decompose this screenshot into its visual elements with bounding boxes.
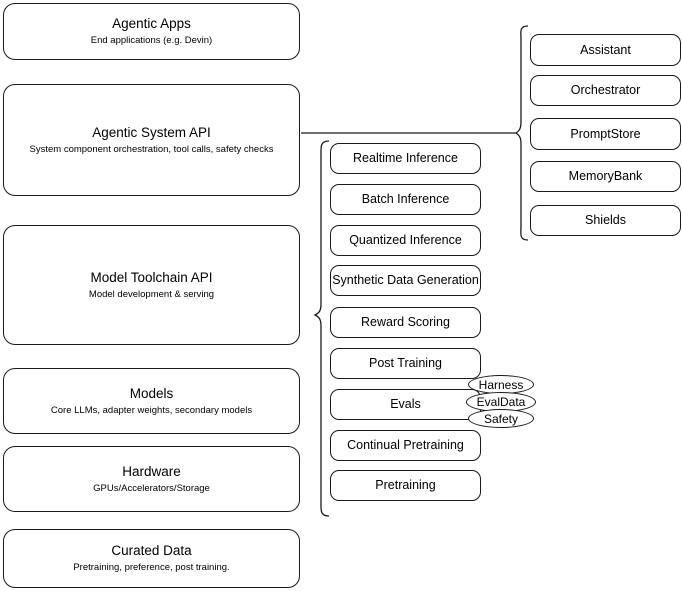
tag-safety[interactable]: Safety <box>468 409 534 428</box>
layer-subtitle: End applications (e.g. Devin) <box>90 35 213 46</box>
layer-subtitle: Pretraining, preference, post training. <box>73 562 230 573</box>
item-continual-pretraining[interactable]: Continual Pretraining <box>330 430 481 461</box>
item-memorybank[interactable]: MemoryBank <box>530 161 681 192</box>
layer-subtitle: Core LLMs, adapter weights, secondary mo… <box>50 404 253 416</box>
layer-model-toolchain-api[interactable]: Model Toolchain API Model development & … <box>3 225 300 345</box>
layer-title: Models <box>129 385 174 401</box>
item-post-training[interactable]: Post Training <box>330 348 481 379</box>
item-quantized-inference[interactable]: Quantized Inference <box>330 225 481 256</box>
layer-models[interactable]: Models Core LLMs, adapter weights, secon… <box>3 368 300 434</box>
item-promptstore[interactable]: PromptStore <box>530 118 681 150</box>
layer-title: Agentic Apps <box>112 16 191 31</box>
item-evals[interactable]: Evals <box>330 389 481 420</box>
layer-subtitle: GPUs/Accelerators/Storage <box>93 482 210 494</box>
item-reward-scoring[interactable]: Reward Scoring <box>330 307 481 338</box>
item-synthetic-data-generation[interactable]: Synthetic Data Generation <box>330 265 481 296</box>
item-pretraining[interactable]: Pretraining <box>330 470 481 501</box>
layer-agentic-apps[interactable]: Agentic Apps End applications (e.g. Devi… <box>3 3 300 60</box>
layer-title: Model Toolchain API <box>90 269 213 285</box>
layer-curated-data[interactable]: Curated Data Pretraining, preference, po… <box>3 529 300 588</box>
layer-agentic-system-api[interactable]: Agentic System API System component orch… <box>3 84 300 196</box>
right-curly-brace <box>514 25 529 241</box>
item-batch-inference[interactable]: Batch Inference <box>330 184 481 215</box>
item-orchestrator[interactable]: Orchestrator <box>530 75 681 106</box>
layer-subtitle: System component orchestration, tool cal… <box>29 143 274 155</box>
item-assistant[interactable]: Assistant <box>530 34 681 66</box>
layer-title: Agentic System API <box>92 124 211 140</box>
layer-subtitle: Model development & serving <box>88 288 215 300</box>
layer-title: Curated Data <box>111 543 192 558</box>
middle-curly-brace <box>313 140 330 517</box>
item-realtime-inference[interactable]: Realtime Inference <box>330 143 481 174</box>
item-shields[interactable]: Shields <box>530 205 681 236</box>
layer-hardware[interactable]: Hardware GPUs/Accelerators/Storage <box>3 446 300 512</box>
layer-title: Hardware <box>122 463 181 479</box>
